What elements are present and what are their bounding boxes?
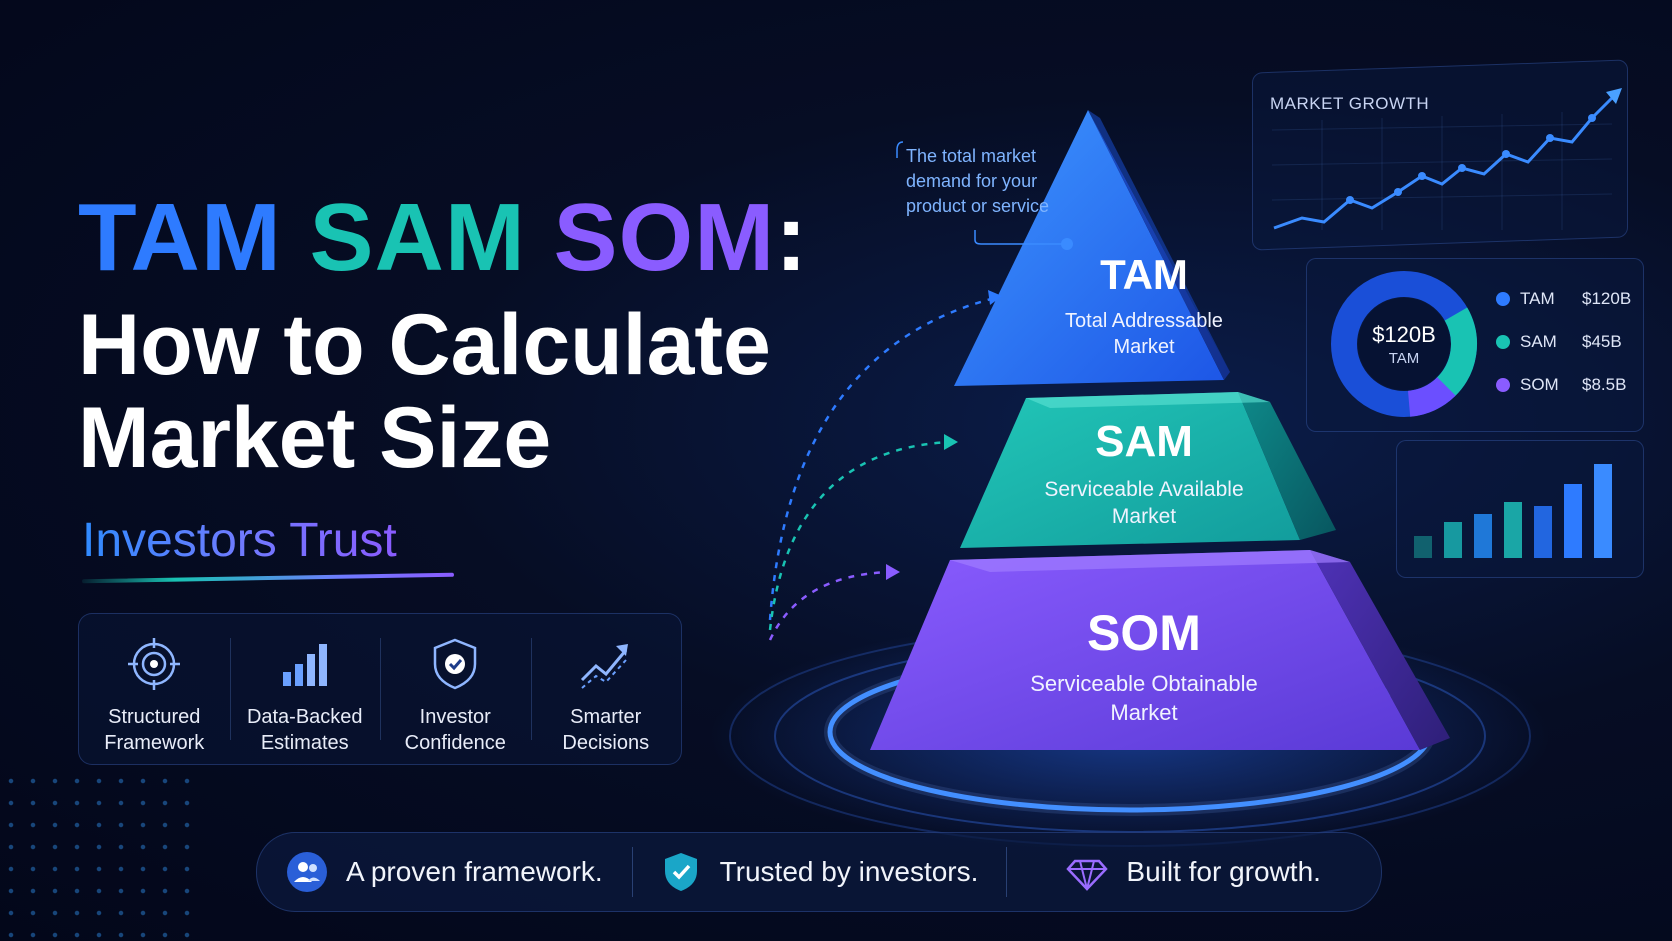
callout-bracket bbox=[896, 141, 1073, 250]
legend-name-som: SOM bbox=[1520, 375, 1559, 394]
tam-code: TAM bbox=[1100, 251, 1188, 298]
shield-check-icon bbox=[434, 638, 477, 690]
legend-dot-tam bbox=[1496, 292, 1510, 306]
donut-legend-sam: SAM $45B bbox=[1496, 332, 1622, 352]
market-growth-title: MARKET GROWTH bbox=[1270, 94, 1430, 113]
som-code: SOM bbox=[1087, 605, 1201, 661]
sam-tier-front bbox=[960, 392, 1300, 548]
headline-line2: How to Calculate bbox=[78, 297, 771, 393]
bottom-item-trusted: Trusted by investors. bbox=[631, 847, 1007, 897]
tam-description: Total Addressable Market bbox=[1065, 310, 1223, 358]
bar-chart-icon bbox=[282, 644, 327, 686]
legend-value-tam: $120B bbox=[1582, 289, 1632, 308]
headline-line1: TAM SAM SOM: bbox=[78, 190, 808, 286]
tam-label-group: TAM Total Addressable Market bbox=[994, 254, 1294, 360]
feature-investor-confidence: Investor Confidence bbox=[380, 614, 531, 764]
market-donut-chart bbox=[1331, 271, 1477, 417]
subtitle-underline bbox=[81, 572, 455, 584]
tam-callout-text: The total market demand for your product… bbox=[906, 146, 1050, 217]
shield-icon bbox=[664, 853, 697, 891]
legend-value-som: $8.5B bbox=[1582, 375, 1627, 394]
sam-description: Serviceable Available Market bbox=[1044, 478, 1244, 529]
diamond-icon bbox=[1066, 859, 1109, 891]
headline-colon: : bbox=[775, 184, 809, 291]
feature-label: Investor Confidence bbox=[404, 706, 506, 754]
headline-tam: TAM bbox=[78, 184, 282, 291]
feature-label: Structured Framework bbox=[104, 706, 205, 754]
bottom-item-growth: Built for growth. bbox=[1006, 847, 1381, 897]
subtitle: Investors Trust bbox=[82, 514, 397, 567]
bottom-text-framework: A proven framework. bbox=[345, 856, 603, 887]
legend-value-sam: $45B bbox=[1582, 332, 1622, 351]
feature-data-backed-estimates: Data-Backed Estimates bbox=[229, 614, 381, 764]
donut-center-label: TAM bbox=[1388, 350, 1420, 367]
bar-chart-decoration bbox=[1414, 464, 1612, 558]
sam-code: SAM bbox=[1095, 417, 1193, 466]
bottom-text-growth: Built for growth. bbox=[1126, 856, 1321, 887]
market-pyramid bbox=[870, 110, 1450, 750]
headline-som: SOM bbox=[553, 184, 776, 291]
feature-label: Data-Backed Estimates bbox=[246, 706, 363, 754]
donut-legend-tam: TAM $120B bbox=[1496, 289, 1631, 309]
features-box: Structured Framework Data-Backed Estimat… bbox=[78, 613, 682, 765]
sam-tier-side bbox=[1238, 392, 1336, 540]
som-tier-front bbox=[870, 550, 1420, 750]
donut-legend-som: SOM $8.5B bbox=[1496, 375, 1626, 395]
legend-name-tam: TAM bbox=[1520, 289, 1555, 308]
donut-center-value: $120B bbox=[1372, 322, 1436, 347]
tam-tier-front bbox=[954, 110, 1224, 386]
headline-line3: Market Size bbox=[78, 390, 552, 486]
dot-grid-decoration bbox=[0, 770, 190, 941]
legend-dot-som bbox=[1496, 378, 1510, 392]
feature-label: Smarter Decisions bbox=[562, 706, 650, 754]
som-description: Serviceable Obtainable Market bbox=[1030, 671, 1258, 725]
bottom-item-framework: A proven framework. bbox=[257, 851, 632, 893]
legend-name-sam: SAM bbox=[1520, 332, 1557, 351]
som-tier-side bbox=[1310, 550, 1450, 750]
bottom-bar: A proven framework. Trusted by investors… bbox=[256, 832, 1382, 912]
sam-label-group: SAM Serviceable Available Market bbox=[974, 420, 1314, 531]
headline-sam: SAM bbox=[309, 184, 526, 291]
users-icon bbox=[286, 852, 327, 892]
legend-dot-sam bbox=[1496, 335, 1510, 349]
target-icon bbox=[128, 638, 181, 690]
market-growth-chart bbox=[1271, 88, 1622, 230]
donut-center: $120B TAM bbox=[1326, 322, 1482, 367]
dashed-arrows bbox=[768, 290, 1002, 641]
som-label-group: SOM Serviceable Obtainable Market bbox=[964, 608, 1324, 727]
bottom-text-trusted: Trusted by investors. bbox=[719, 856, 979, 887]
feature-structured-framework: Structured Framework bbox=[79, 614, 230, 764]
trend-up-icon bbox=[580, 644, 628, 689]
feature-smarter-decisions: Smarter Decisions bbox=[530, 614, 682, 764]
